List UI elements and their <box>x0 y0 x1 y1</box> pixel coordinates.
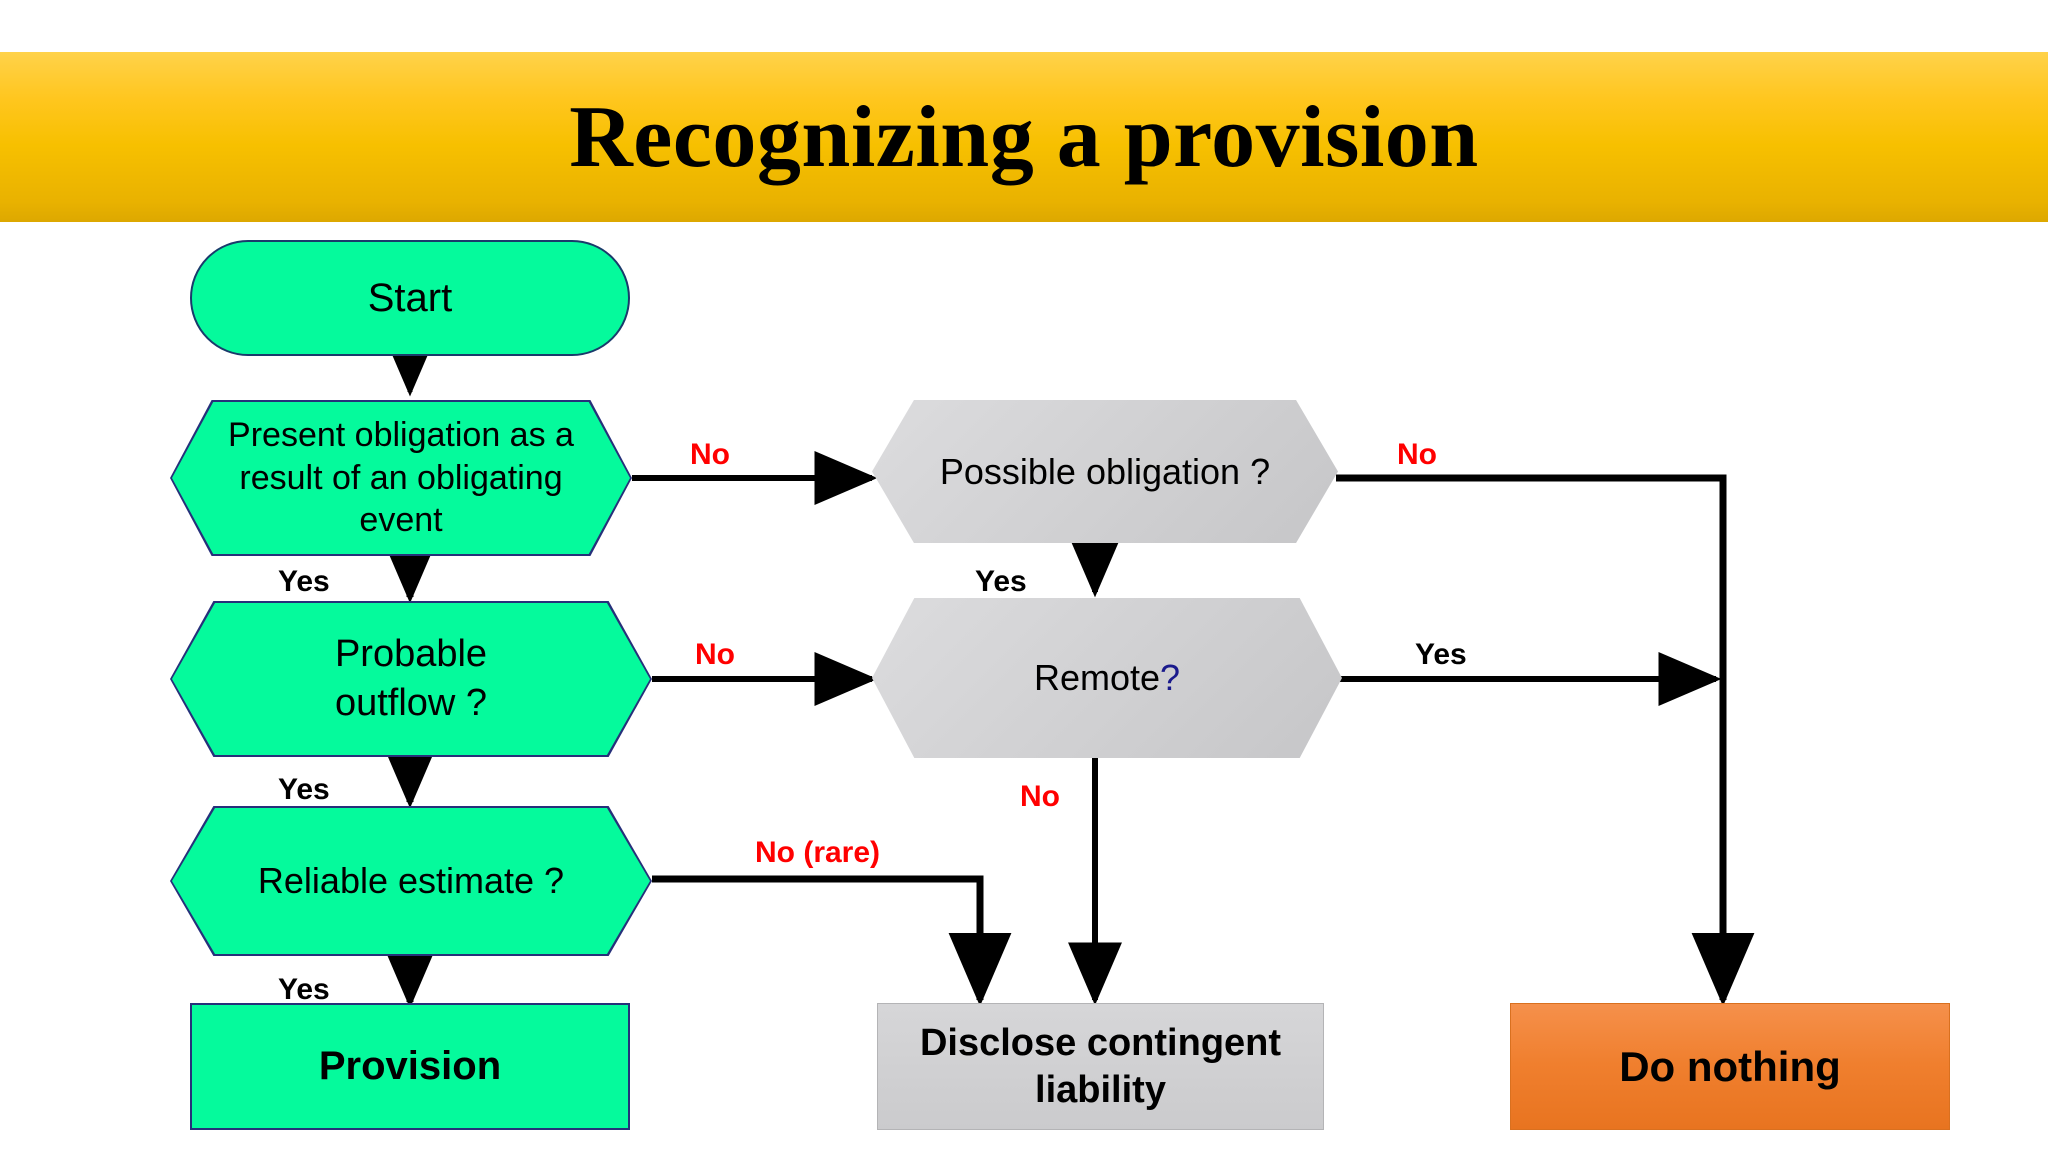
edge-label-possible-yes: Yes <box>975 565 1027 598</box>
edge-reliable-no-rare <box>652 875 1012 1007</box>
hexagon-fill <box>172 808 650 954</box>
node-probable-outflow[interactable]: Probable outflow ? <box>170 601 652 757</box>
disclose-line-2: liability <box>1035 1068 1166 1111</box>
node-start-label: Start <box>367 275 453 320</box>
node-provision[interactable]: Provision <box>190 1003 630 1130</box>
edge-possible-no <box>1336 474 1755 1007</box>
edge-label-probable-no: No <box>695 638 735 671</box>
edge-label-remote-yes: Yes <box>1415 638 1467 671</box>
edge-label-present-no: No <box>690 438 730 471</box>
node-reliable-estimate[interactable]: Reliable estimate ? <box>170 806 652 956</box>
node-do-nothing-label: Do nothing <box>1619 1042 1841 1090</box>
hexagon-fill <box>872 400 1338 543</box>
node-start[interactable]: Start <box>190 240 630 356</box>
node-disclose-contingent-liability[interactable]: Disclose contingent liability <box>877 1003 1324 1130</box>
node-disclose-label: Disclose contingent liability <box>878 1020 1323 1113</box>
hexagon-fill <box>172 402 630 554</box>
edge-label-present-yes: Yes <box>278 565 330 598</box>
hexagon-fill <box>872 598 1342 758</box>
edge-label-reliable-yes: Yes <box>278 973 330 1006</box>
node-do-nothing[interactable]: Do nothing <box>1510 1003 1950 1130</box>
title-banner: Recognizing a provision <box>0 52 2048 222</box>
edge-label-remote-no: No <box>1020 780 1060 813</box>
edge-label-possible-no: No <box>1397 438 1437 471</box>
edge-label-probable-yes: Yes <box>278 773 330 806</box>
node-possible-obligation[interactable]: Possible obligation ? <box>872 400 1338 543</box>
hexagon-fill <box>172 603 650 755</box>
node-provision-label: Provision <box>318 1044 502 1089</box>
disclose-line-1: Disclose contingent <box>919 1022 1282 1065</box>
node-present-obligation[interactable]: Present obligation as a result of an obl… <box>170 400 632 556</box>
edge-label-reliable-no-rare: No (rare) <box>755 836 881 869</box>
node-remote[interactable]: Remote? <box>872 598 1342 758</box>
page-title: Recognizing a provision <box>569 88 1479 186</box>
